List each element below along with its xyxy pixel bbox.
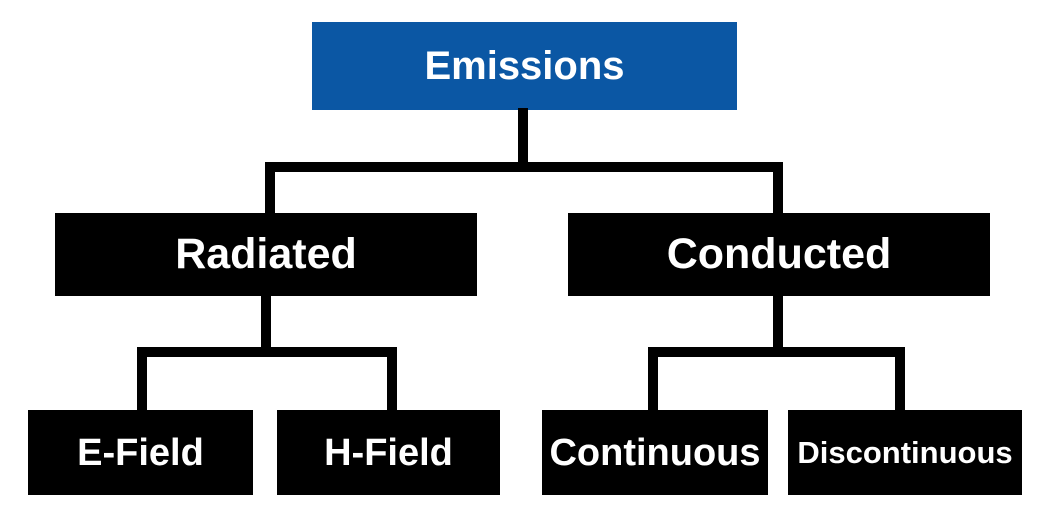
connector-radiated-vertical (261, 294, 271, 353)
node-emissions: Emissions (312, 22, 737, 110)
connector-radiated-right-drop (387, 347, 397, 411)
connector-radiated-horizontal (137, 347, 397, 357)
connector-root-right-drop (773, 162, 783, 214)
node-discontinuous: Discontinuous (788, 410, 1022, 495)
node-e-field: E-Field (28, 410, 253, 495)
node-conducted: Conducted (568, 213, 990, 296)
connector-conducted-vertical (773, 294, 783, 353)
connector-conducted-horizontal (648, 347, 905, 357)
node-continuous: Continuous (542, 410, 768, 495)
connector-conducted-left-drop (648, 347, 658, 411)
node-radiated: Radiated (55, 213, 477, 296)
connector-root-vertical (518, 108, 528, 168)
connector-root-left-drop (265, 162, 275, 214)
connector-radiated-left-drop (137, 347, 147, 411)
connector-conducted-right-drop (895, 347, 905, 411)
node-h-field: H-Field (277, 410, 500, 495)
connector-root-horizontal (265, 162, 783, 172)
